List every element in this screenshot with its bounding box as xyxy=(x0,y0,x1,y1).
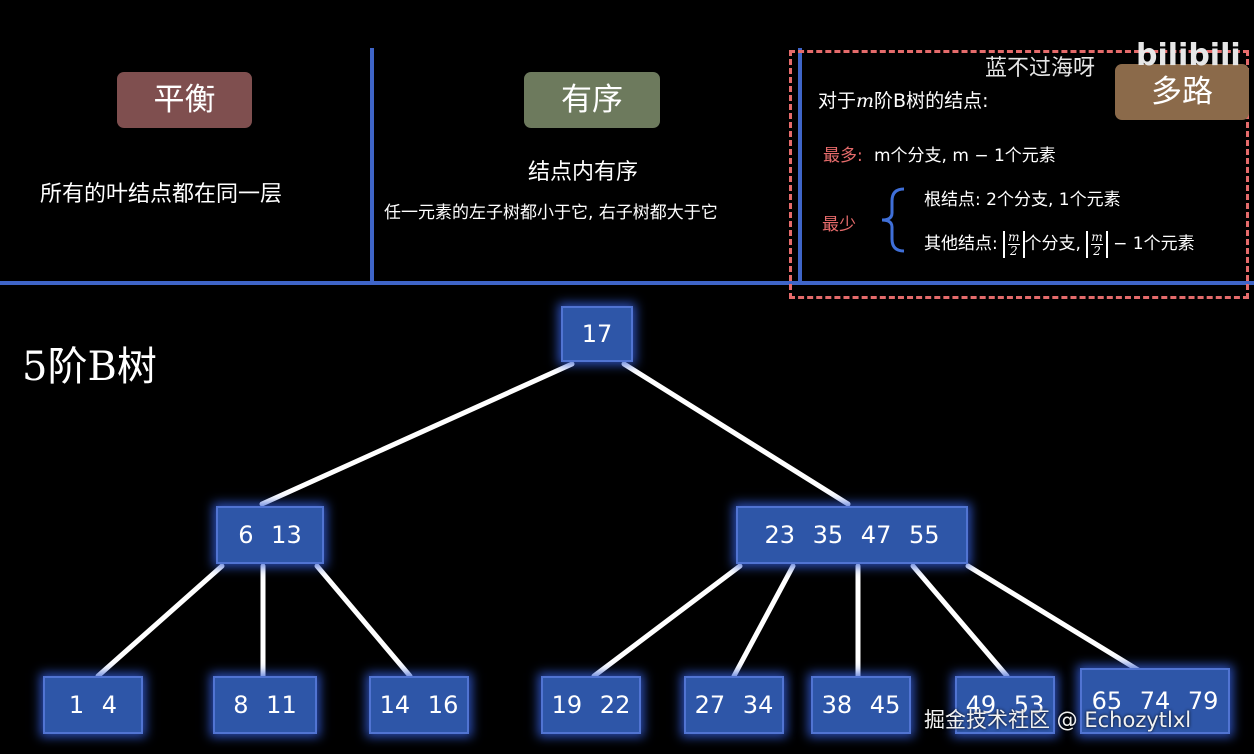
leaf-node: 38 45 xyxy=(811,676,911,734)
balance-badge: 平衡 xyxy=(117,72,252,128)
leaf-node: 27 34 xyxy=(684,676,784,734)
tree-edge xyxy=(621,361,851,507)
highlight-box xyxy=(789,50,1249,299)
most-label: 最多: xyxy=(823,146,863,166)
section-divider-2 xyxy=(798,48,802,281)
most-text: m个分支, m − 1个元素 xyxy=(874,146,1056,166)
section-divider-1 xyxy=(370,48,374,281)
least-label: 最少 xyxy=(822,215,856,235)
juejin-watermark: 掘金技术社区 @ Echozytlxl xyxy=(924,708,1192,732)
tree-edge xyxy=(95,563,225,679)
tree-edge xyxy=(910,563,1010,679)
leaf-node: 49 53 xyxy=(955,676,1055,734)
tree-edge xyxy=(591,563,743,679)
leaf-node: 14 16 xyxy=(369,676,469,734)
internal-node-right: 23 35 47 55 xyxy=(736,506,968,564)
ordered-detail: 任一元素的左子树都小于它, 右子树都大于它 xyxy=(384,203,718,223)
author-watermark: 蓝不过海呀 xyxy=(985,56,1096,81)
balance-desc: 所有的叶结点都在同一层 xyxy=(40,182,283,207)
leaf-node: 19 22 xyxy=(541,676,641,734)
multiway-intro: 对于m阶B树的结点: xyxy=(818,90,989,112)
tree-title: 5阶B树 xyxy=(22,344,157,390)
leaf-node: 8 11 xyxy=(213,676,317,734)
ordered-desc: 结点内有序 xyxy=(528,160,639,185)
brace-icon xyxy=(881,187,905,253)
multiway-badge: 多路 xyxy=(1115,64,1249,120)
internal-node-left: 6 13 xyxy=(216,506,324,564)
root-node: 17 xyxy=(561,306,633,362)
leaf-node: 65 74 79 xyxy=(1080,668,1230,734)
header-divider xyxy=(0,281,1254,285)
tree-edge xyxy=(731,563,796,679)
tree-edge xyxy=(259,361,575,507)
tree-edge xyxy=(965,563,1151,679)
leaf-node: 1 4 xyxy=(43,676,143,734)
root-rule: 根结点: 2个分支, 1个元素 xyxy=(924,190,1121,210)
bilibili-logo: bilibili xyxy=(1136,38,1241,73)
ordered-badge: 有序 xyxy=(524,72,660,128)
tree-edge xyxy=(314,563,413,679)
